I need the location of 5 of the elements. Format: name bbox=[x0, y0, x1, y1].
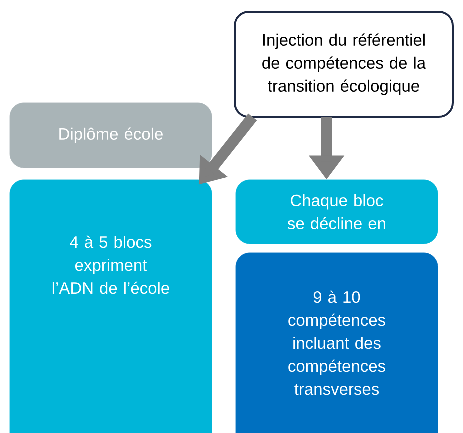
header-box: Chaque bloc se décline en bbox=[236, 180, 438, 244]
block-box: 4 à 5 blocs expriment l’ADN de l’école bbox=[10, 180, 212, 433]
block-box: 9 à 10 compétences incluant des compétences transverses bbox=[236, 252, 438, 433]
header-box: Diplôme école bbox=[10, 102, 212, 168]
callout-box: Injection du référentiel de compétences de la transition écologique bbox=[234, 11, 454, 118]
